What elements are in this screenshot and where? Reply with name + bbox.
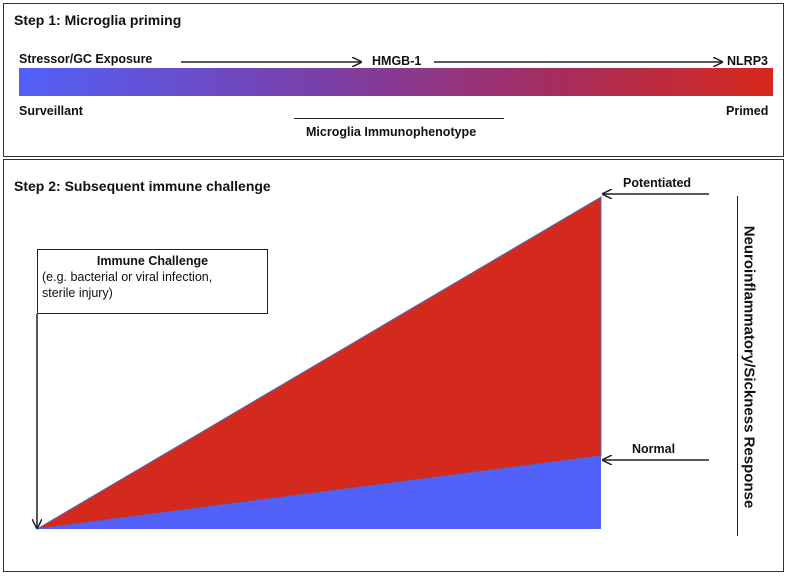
- nlrp3-label: NLRP3: [727, 54, 768, 68]
- normal-label: Normal: [632, 442, 676, 456]
- immune-challenge-panel: Step 2: Subsequent immune challenge Immu…: [3, 159, 784, 572]
- response-axis-line: [737, 196, 738, 536]
- response-diagram: [4, 160, 709, 530]
- immune-challenge-box: Immune Challenge (e.g. bacterial or vira…: [37, 249, 268, 314]
- hmgb1-label: HMGB-1: [372, 54, 422, 68]
- priming-gradient-bar: [19, 68, 773, 96]
- immunophenotype-bracket-line: [294, 118, 504, 119]
- step2-title: Step 2: Subsequent immune challenge: [14, 178, 271, 194]
- surveillant-label: Surveillant: [19, 104, 83, 118]
- sequence-arrows: [181, 4, 785, 158]
- potentiated-label: Potentiated: [623, 176, 692, 190]
- immunophenotype-label: Microglia Immunophenotype: [306, 125, 477, 139]
- immune-challenge-description: (e.g. bacterial or viral infection, ster…: [42, 270, 213, 300]
- immune-challenge-title: Immune Challenge: [96, 254, 209, 268]
- normal-response-area: [37, 456, 601, 529]
- step1-title: Step 1: Microglia priming: [14, 12, 182, 28]
- response-axis-label-text: Neuroinflammatory/Sickness Response: [740, 225, 758, 509]
- primed-label: Primed: [726, 104, 769, 118]
- stressor-label: Stressor/GC Exposure: [19, 52, 153, 66]
- microglia-priming-panel: Step 1: Microglia priming Stressor/GC Ex…: [3, 3, 784, 157]
